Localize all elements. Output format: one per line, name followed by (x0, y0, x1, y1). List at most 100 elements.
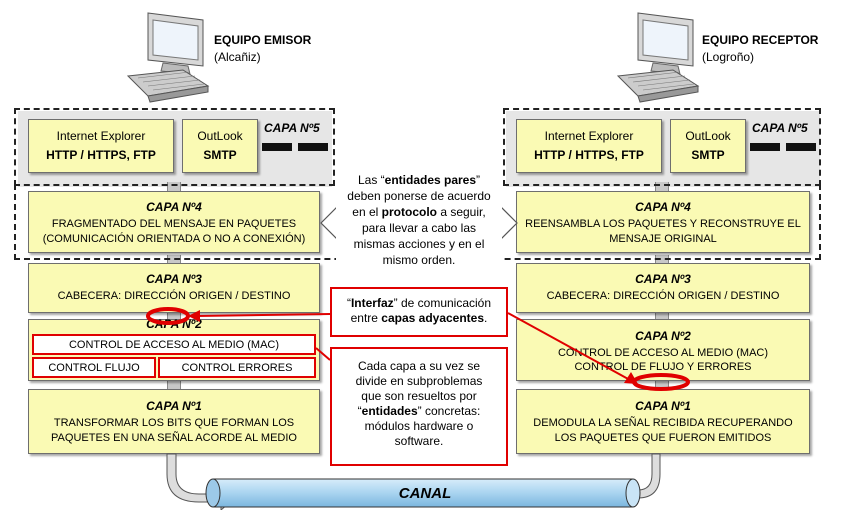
receiver-connector-4-3 (655, 255, 669, 265)
interface-arrow-right (507, 312, 631, 381)
receiver-layer5-bar (750, 143, 780, 151)
emitter-layer5-dashed-frame (14, 108, 335, 186)
peer-note-text: a seguir, (436, 205, 486, 219)
peer-note-emphasis: entidades pares (384, 173, 477, 187)
receiver-title: EQUIPO RECEPTOR (702, 33, 819, 47)
interface-note-emphasis: capas adyacentes (381, 311, 485, 325)
emitter-layer1-text-1: TRANSFORMAR LOS BITS QUE FORMAN LOS (53, 417, 295, 429)
receiver-interface-highlight-ring (632, 373, 690, 391)
peer-note-emphasis: protocolo (381, 205, 437, 219)
receiver-layer1-box (516, 389, 810, 454)
emitter-layer3-box (28, 263, 320, 313)
receiver-layer4-text-1: REENSAMBLA LOS PAQUETES Y RECONSTRUYE EL (525, 218, 801, 230)
receiver-location: (Logroño) (702, 50, 755, 64)
peer-note-text: deben ponerse de acuerdo (336, 188, 502, 204)
emitter-app-browser (28, 119, 174, 173)
subproblem-connector-line (315, 347, 331, 361)
subproblem-note-text: “ (357, 404, 362, 418)
subproblem-note: Cada capa a su vez se divide en subprobl… (330, 347, 508, 466)
emitter-layer3-text: CABECERA: DIRECCIÓN ORIGEN / DESTINO (57, 290, 291, 302)
receiver-app-mail-name: OutLook (685, 129, 731, 143)
emitter-layer4-text-2: (COMUNICACIÓN ORIENTADA O NO A CONEXIÓN) (42, 233, 306, 245)
emitter-layer4-box (28, 191, 320, 253)
emitter-layer5-label: CAPA Nº5 (264, 121, 320, 135)
receiver-layer5-bar (786, 143, 816, 151)
emitter-errors-subbox (158, 357, 316, 378)
subproblem-note-text: ” concretas: (417, 404, 481, 418)
emitter-connector-4-3 (167, 255, 181, 265)
interface-arrowhead-right-icon (624, 372, 638, 384)
channel-label: CANAL (398, 485, 452, 502)
emitter-layer5-bar (262, 143, 292, 151)
receiver-app-browser (516, 119, 662, 173)
receiver-layer1-label: CAPA Nº1 (635, 399, 691, 413)
peer-note-text: en el (352, 205, 382, 219)
emitter-layer1-text-2: PAQUETES EN UNA SEÑAL ACORDE AL MEDIO (51, 432, 297, 444)
subproblem-note-text: software. (394, 434, 444, 448)
emitter-app-mail-protocol: SMTP (203, 148, 237, 162)
peer-note-text: mismas acciones y en el (336, 236, 502, 252)
channel-pipe (205, 478, 641, 508)
emitter-layer4-text-1: FRAGMENTADO DEL MENSAJE EN PAQUETES (51, 218, 297, 230)
peer-note-text: para llevar a cabo las (336, 220, 502, 236)
emitter-errors-text: CONTROL ERRORES (181, 362, 293, 374)
receiver-layer2-text-2: CONTROL DE FLUJO Y ERRORES (574, 361, 752, 373)
receiver-layer4-box (516, 191, 810, 253)
emitter-title: EQUIPO EMISOR (214, 33, 312, 47)
interface-arrow-left (195, 313, 331, 317)
receiver-layer2-label: CAPA Nº2 (635, 329, 691, 343)
subproblem-note-text: que son resueltos por (361, 389, 477, 403)
emitter-location: (Alcañiz) (214, 50, 261, 64)
interface-note-emphasis: Interfaz (350, 296, 394, 310)
emitter-connector-3-2 (167, 311, 181, 321)
receiver-app-browser-name: Internet Explorer (544, 129, 634, 143)
receiver-layer3-text: CABECERA: DIRECCIÓN ORIGEN / DESTINO (546, 290, 780, 302)
emitter-flow-subbox (32, 357, 156, 378)
receiver-layer5-dashed-frame (503, 108, 821, 186)
receiver-layer1-text-1: DEMODULA LA SEÑAL RECIBIDA RECUPERANDO (533, 417, 793, 429)
subproblem-note-emphasis: entidades (361, 404, 418, 418)
receiver-app-browser-protocols: HTTP / HTTPS, FTP (534, 148, 644, 162)
peer-note-text: ” (476, 173, 481, 187)
interface-note-text: . (484, 311, 488, 325)
interface-note-text: ” de comunicación (393, 296, 492, 310)
emitter-app-mail (182, 119, 258, 173)
emitter-mac-subbox (32, 334, 316, 355)
interface-note-text: “ (346, 296, 351, 310)
receiver-layer2-text-1: CONTROL DE ACCESO AL MEDIO (MAC) (557, 347, 769, 359)
interface-note: “Interfaz” de comunicación entre capas a… (330, 287, 508, 337)
emitter-interface-highlight-ring (146, 307, 190, 325)
emitter-app-browser-name: Internet Explorer (56, 129, 146, 143)
emitter-connector-2-1 (167, 378, 181, 390)
subproblem-note-text: divide en subproblemas (355, 374, 483, 388)
receiver-layer1-text-2: LOS PAQUETES QUE FUERON EMITIDOS (554, 432, 772, 444)
subproblem-note-text: módulos hardware o (364, 419, 474, 433)
receiver-layer3-label: CAPA Nº3 (635, 272, 691, 286)
receiver-layer3-box (516, 263, 810, 313)
receiver-connector-3-2 (655, 311, 669, 321)
interface-arrowhead-left-icon (188, 310, 200, 322)
peer-entities-note: Las “entidades pares” deben ponerse de a… (336, 172, 502, 268)
emitter-layer1-box (28, 389, 320, 454)
peer-note-text: mismo orden. (336, 252, 502, 268)
receiver-app-mail (670, 119, 746, 173)
emitter-layer4-label: CAPA Nº4 (146, 200, 202, 214)
receiver-layer4-text-2: MENSAJE ORIGINAL (609, 233, 717, 245)
emitter-app-browser-protocols: HTTP / HTTPS, FTP (46, 148, 156, 162)
subproblem-note-text: Cada capa a su vez se (357, 359, 481, 373)
receiver-layer4-label: CAPA Nº4 (635, 200, 691, 214)
emitter-app-mail-name: OutLook (197, 129, 243, 143)
peer-note-text: Las “ (357, 173, 385, 187)
receiver-layer2-box (516, 319, 810, 381)
receiver-computer-icon (616, 12, 700, 103)
emitter-layer1-label: CAPA Nº1 (146, 399, 202, 413)
emitter-flow-text: CONTROL FLUJO (48, 362, 140, 374)
emitter-layer5-bar (298, 143, 328, 151)
emitter-layer3-label: CAPA Nº3 (146, 272, 202, 286)
receiver-app-mail-protocol: SMTP (691, 148, 725, 162)
interface-note-text: entre (350, 311, 382, 325)
emitter-computer-icon (126, 12, 210, 103)
emitter-mac-text: CONTROL DE ACCESO AL MEDIO (MAC) (68, 339, 280, 351)
receiver-layer5-label: CAPA Nº5 (752, 121, 808, 135)
